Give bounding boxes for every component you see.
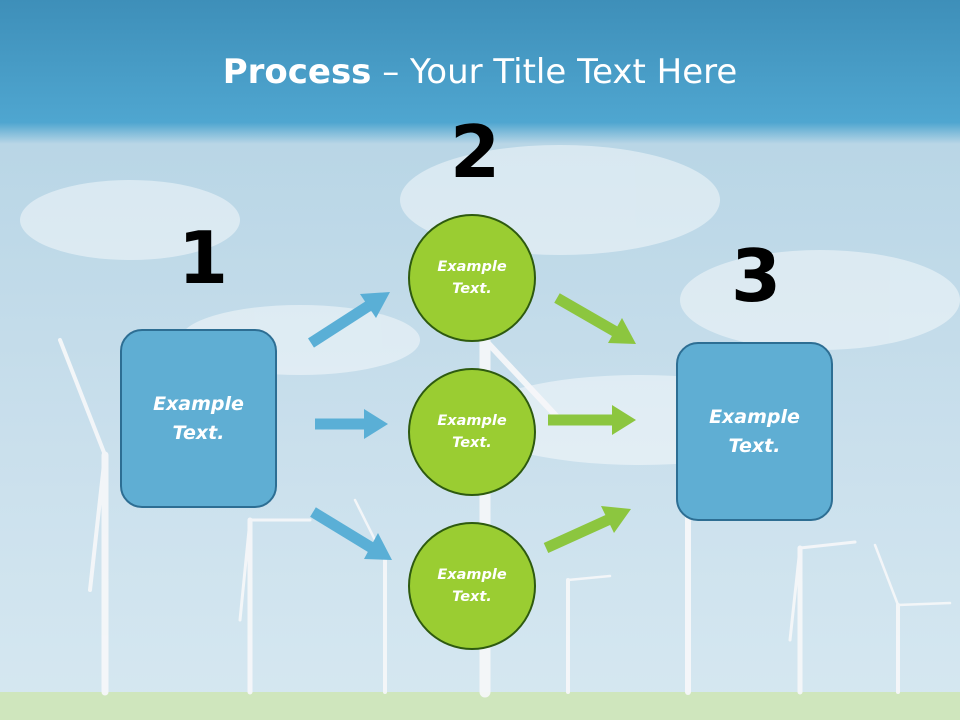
green-arrow-straight <box>548 405 636 435</box>
step-number-2: 2 <box>450 110 501 194</box>
blue-arrow-straight <box>315 409 388 439</box>
step-3-box: Example Text. <box>676 342 833 521</box>
step-number-1: 1 <box>178 216 229 300</box>
blue-arrow-down <box>310 507 392 560</box>
circle-middle-text: Example Text. <box>437 412 507 451</box>
green-arrow-down <box>554 293 636 344</box>
title-bold: Process <box>222 52 372 92</box>
step-2-circle-bottom: Example Text. <box>408 522 536 650</box>
step-number-3: 3 <box>731 234 782 318</box>
circle-top-text: Example Text. <box>437 258 507 297</box>
circle-bottom-text: Example Text. <box>437 566 507 605</box>
step-2-circle-top: Example Text. <box>408 214 536 342</box>
blue-arrow-up <box>308 292 390 348</box>
step-2-circle-middle: Example Text. <box>408 368 536 496</box>
green-arrow-up <box>543 506 631 554</box>
slide-title: Process – Your Title Text Here <box>0 52 960 92</box>
step-3-text: Example Text. <box>709 406 800 457</box>
step-1-box: Example Text. <box>120 329 277 508</box>
step-1-text: Example Text. <box>153 393 244 444</box>
title-rest: – Your Title Text Here <box>371 52 738 92</box>
